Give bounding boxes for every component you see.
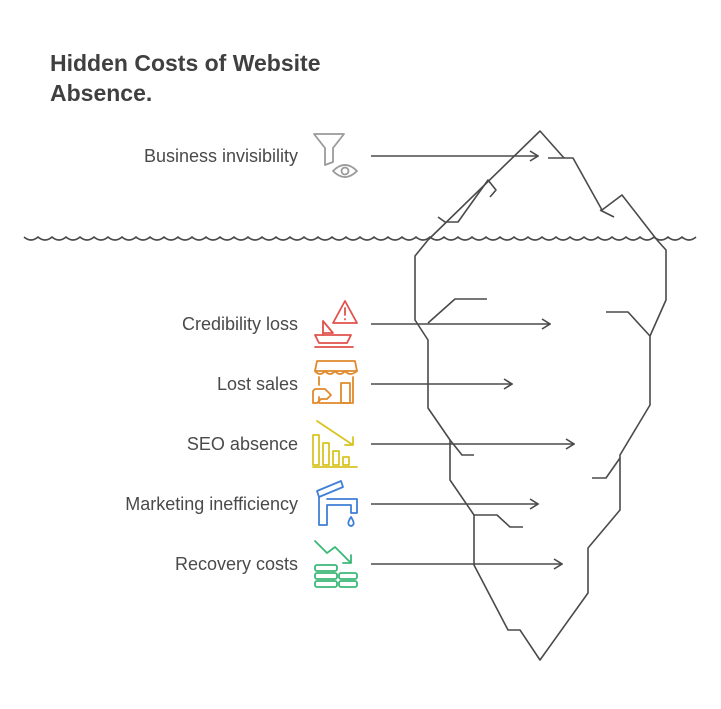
label-marketing-inefficiency: Marketing inefficiency xyxy=(125,494,298,514)
label-recovery-costs: Recovery costs xyxy=(174,554,298,574)
declining-chart-icon xyxy=(312,420,358,468)
label-business-invisibility: Business invisibility xyxy=(143,146,298,166)
money-down-icon xyxy=(314,540,358,588)
label-lost-sales: Lost sales xyxy=(216,374,298,394)
iceberg-body xyxy=(414,239,667,661)
funnel-eye-icon xyxy=(313,133,358,178)
closed-store-icon xyxy=(312,360,358,404)
iceberg-tip xyxy=(427,130,658,241)
warning-boat-icon xyxy=(314,300,358,348)
diagram-title: Hidden Costs of Website Absence. xyxy=(50,48,370,108)
title-line-1: Hidden Costs of Website xyxy=(50,50,321,76)
label-seo-absence: SEO absence xyxy=(186,434,298,454)
connector-arrows xyxy=(371,156,574,564)
water-line xyxy=(23,235,697,241)
title-line-2: Absence. xyxy=(50,80,153,106)
label-credibility-loss: Credibility loss xyxy=(181,314,298,334)
dripping-faucet-icon xyxy=(316,480,358,527)
